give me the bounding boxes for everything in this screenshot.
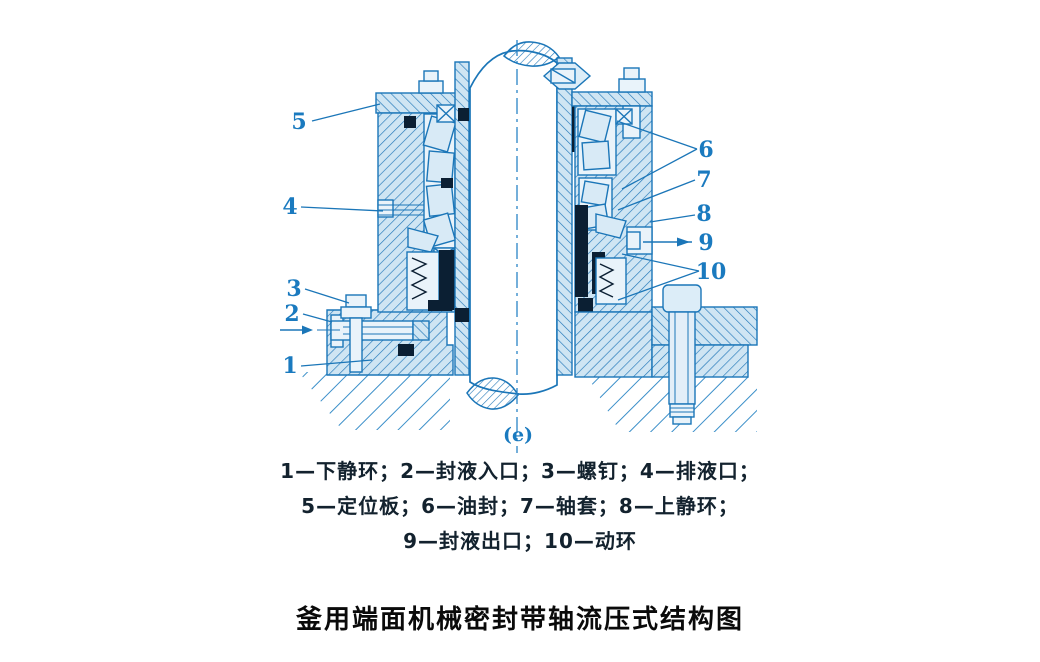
callout-9: 9: [698, 230, 713, 256]
outlet-port-9: [626, 226, 653, 255]
arrow-right-icon: [302, 325, 313, 335]
callout-6: 6: [698, 137, 713, 163]
subfigure-label: (e): [503, 424, 533, 446]
leader-lines: [300, 103, 700, 367]
shaft: [466, 40, 561, 453]
callout-1: 1: [282, 353, 297, 379]
shaft-break-lens-bottom: [466, 377, 519, 410]
shaft-sleeve-right: [542, 57, 592, 376]
figure-title: 釜用端面机械密封带轴流压式结构图: [295, 605, 744, 635]
callout-10: 10: [696, 259, 727, 285]
callout-5: 5: [291, 109, 306, 135]
callout-3: 3: [286, 276, 301, 302]
legend-line-3: 9—封液出口；10—动环: [403, 529, 637, 553]
parts-legend: 1—下静环；2—封液入口；3—螺钉；4—排液口； 5—定位板；6—油封；7—轴套…: [0, 454, 1040, 559]
inlet-flow-arrow: [280, 325, 340, 335]
callout-7: 7: [696, 167, 711, 193]
screw-3: [340, 294, 372, 373]
shaft-sleeve-left: [454, 61, 470, 376]
callout-4: 4: [282, 194, 297, 220]
foundation-hatch-left: [299, 372, 450, 430]
legend-line-2: 5—定位板；6—油封；7—轴套；8—上静环；: [301, 494, 739, 518]
stud-bolt: [662, 284, 702, 425]
left-housing: [375, 70, 459, 313]
legend-line-1: 1—下静环；2—封液入口；3—螺钉；4—排液口；: [280, 459, 760, 483]
arrow-right-icon: [677, 237, 690, 247]
shaft-break-lens-top: [502, 41, 561, 67]
lower-flange-left: [326, 294, 454, 376]
bearing-right: [577, 108, 617, 231]
lower-flange-right: [574, 284, 758, 425]
callout-8: 8: [696, 201, 711, 227]
right-housing: [571, 67, 653, 355]
callout-2: 2: [284, 301, 299, 327]
outlet-flow-arrow: [643, 237, 692, 247]
drain-port-4: [377, 199, 424, 218]
